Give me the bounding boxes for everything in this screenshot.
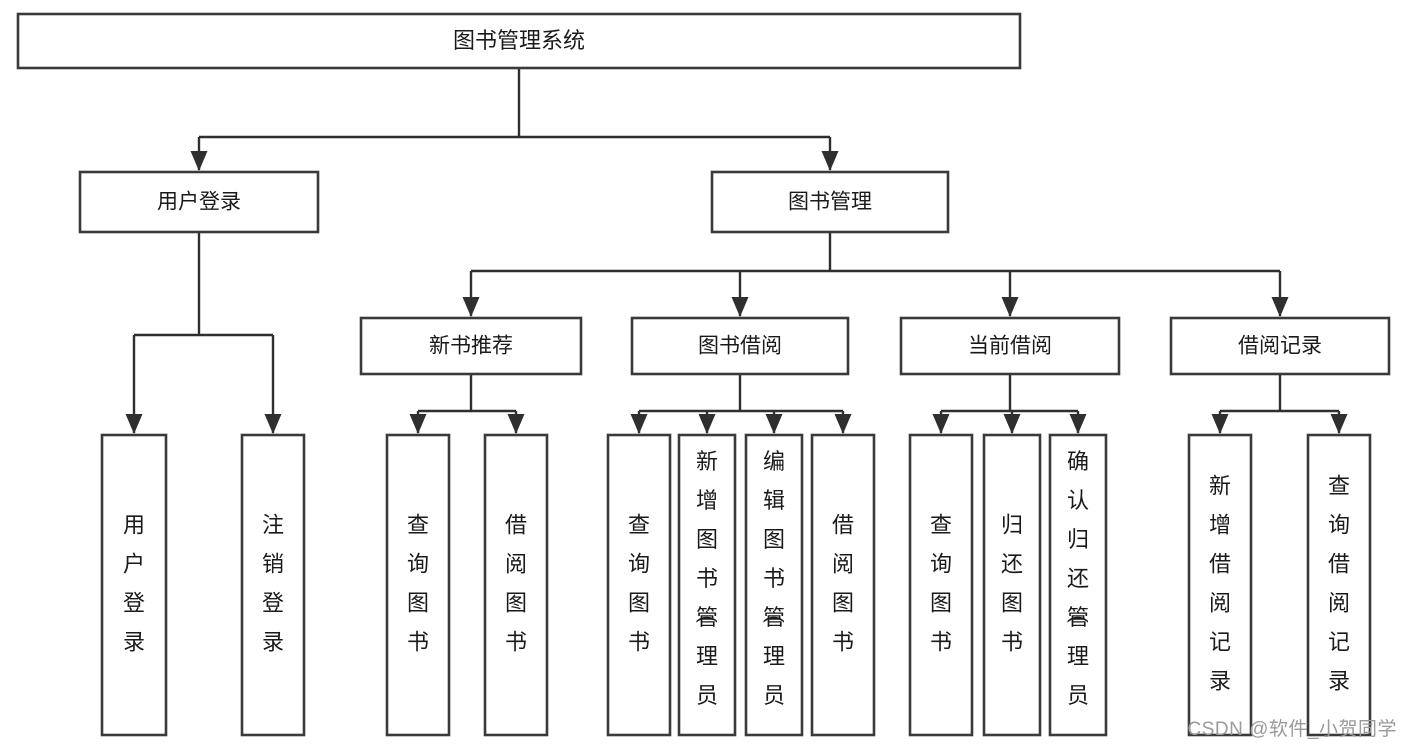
leaf-node-3-rect [483, 433, 549, 737]
leaf-node-12[interactable]: 查询借阅记录 [1306, 433, 1372, 737]
leaf-node-label: 确认归还管理员 [1067, 449, 1089, 708]
arrow-head-icon [1069, 414, 1087, 434]
leaf-node-label: 借阅图书 [505, 512, 527, 654]
arrow-head-icon [698, 414, 716, 434]
leaf-node-label-paren: ( [763, 615, 788, 623]
leaf-node-4[interactable]: 查询图书 [606, 433, 672, 737]
level2-node-0-rect [78, 170, 320, 234]
level3-node-1-rect [630, 316, 850, 376]
root-node-label: 图书管理系统 [453, 28, 585, 53]
leaf-node-7[interactable]: 借阅图书 [810, 433, 876, 737]
leaf-node-8-rect [908, 433, 974, 737]
arrow-head-icon [932, 414, 950, 434]
leaf-node-9-rect [982, 433, 1042, 737]
root-node[interactable]: 图书管理系统 [16, 12, 1022, 70]
arrow-head-icon [1001, 297, 1019, 317]
level3-node-1[interactable]: 图书借阅 [630, 316, 850, 376]
level3-node-label: 新书推荐 [429, 335, 513, 358]
leaf-node-label: 查询图书 [628, 512, 650, 654]
level3-node-label: 图书借阅 [698, 335, 782, 358]
leaf-node-2[interactable]: 查询图书 [385, 433, 451, 737]
leaf-node-label-paren: ( [696, 615, 721, 623]
leaf-node-10-rect [1048, 433, 1108, 737]
leaf-node-label: 用户登录 [123, 512, 145, 654]
leaf-node-label: 查询借阅记录 [1328, 473, 1350, 693]
level2-node-1-rect [710, 170, 950, 234]
arrow-head-icon [1330, 414, 1348, 434]
nodes-layer: 图书管理系统用户登录图书管理新书推荐图书借阅当前借阅借阅记录用户登录注销登录查询… [16, 12, 1391, 747]
leaf-node-5[interactable]: ()新增图书管理员 [677, 433, 737, 747]
leaf-node-label: 注销登录 [262, 512, 284, 654]
arrow-head-icon [765, 414, 783, 434]
root-node-rect [16, 12, 1022, 70]
connectors-layer [125, 68, 1348, 434]
level3-node-3-rect [1169, 316, 1391, 376]
arrow-head-icon [190, 151, 208, 171]
leaf-node-1[interactable]: 注销登录 [240, 433, 306, 737]
leaf-node-12-rect [1306, 433, 1372, 737]
level3-node-0-rect [359, 316, 583, 376]
arrow-head-icon [264, 414, 282, 434]
leaf-node-10[interactable]: ()确认归还管理员 [1048, 433, 1108, 747]
leaf-node-6-rect [744, 433, 804, 737]
arrow-head-icon [125, 414, 143, 434]
leaf-node-5-rect [677, 433, 737, 737]
leaf-node-2-rect [385, 433, 451, 737]
leaf-node-6[interactable]: ()编辑图书管理员 [744, 433, 804, 747]
level3-node-2-rect [899, 316, 1121, 376]
level3-node-2[interactable]: 当前借阅 [899, 316, 1121, 376]
leaf-node-3[interactable]: 借阅图书 [483, 433, 549, 737]
level2-node-1[interactable]: 图书管理 [710, 170, 950, 234]
leaf-node-1-rect [240, 433, 306, 737]
leaf-node-label: 查询图书 [930, 512, 952, 654]
leaf-node-11-rect [1187, 433, 1253, 737]
leaf-node-label: 借阅图书 [832, 512, 854, 654]
leaf-node-label: 归还图书 [1001, 512, 1023, 654]
arrow-head-icon [409, 414, 427, 434]
arrow-head-icon [1211, 414, 1229, 434]
leaf-node-label-paren: ( [1067, 615, 1092, 623]
leaf-node-7-rect [810, 433, 876, 737]
arrow-head-icon [821, 151, 839, 171]
arrow-head-icon [1003, 414, 1021, 434]
arrow-head-icon [462, 297, 480, 317]
arrow-head-icon [834, 414, 852, 434]
leaf-node-label: 新增图书管理员 [696, 449, 718, 708]
level3-node-label: 借阅记录 [1238, 335, 1322, 358]
leaf-node-0-rect [100, 433, 168, 737]
level2-node-label: 用户登录 [157, 191, 241, 214]
leaf-node-11[interactable]: 新增借阅记录 [1187, 433, 1253, 737]
leaf-node-0[interactable]: 用户登录 [100, 433, 168, 737]
level3-node-0[interactable]: 新书推荐 [359, 316, 583, 376]
arrow-head-icon [630, 414, 648, 434]
leaf-node-label: 编辑图书管理员 [763, 449, 785, 708]
leaf-node-label: 新增借阅记录 [1209, 473, 1231, 693]
leaf-node-9[interactable]: 归还图书 [982, 433, 1042, 737]
level2-node-label: 图书管理 [788, 191, 872, 214]
level2-node-0[interactable]: 用户登录 [78, 170, 320, 234]
leaf-node-8[interactable]: 查询图书 [908, 433, 974, 737]
arrow-head-icon [731, 297, 749, 317]
level3-node-3[interactable]: 借阅记录 [1169, 316, 1391, 376]
arrow-head-icon [1271, 297, 1289, 317]
level3-node-label: 当前借阅 [968, 335, 1052, 358]
arrow-head-icon [507, 414, 525, 434]
leaf-node-4-rect [606, 433, 672, 737]
leaf-node-label: 查询图书 [407, 512, 429, 654]
